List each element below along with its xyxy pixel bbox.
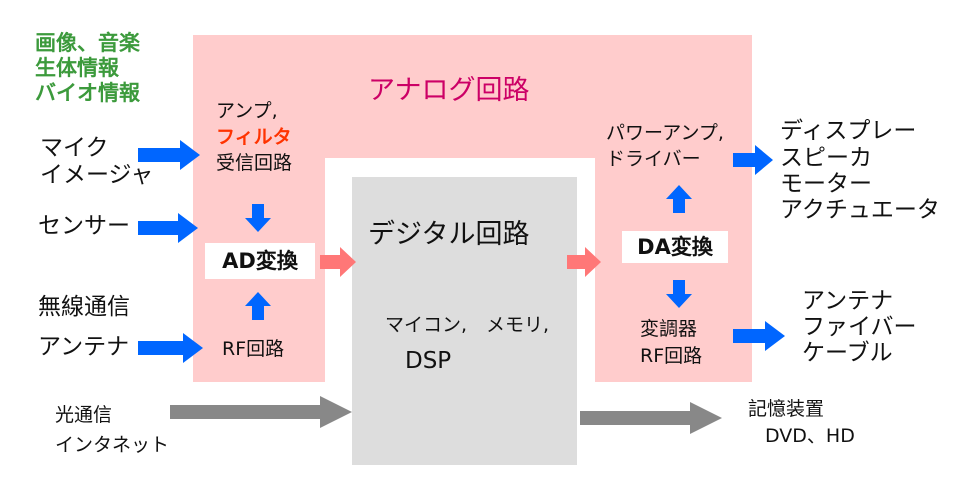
receiver-label: 受信回路 — [216, 152, 293, 174]
driver-label: ドライバー — [606, 148, 701, 170]
output-storage: 記憶装置 — [748, 398, 825, 420]
arrow-up-to-ad — [245, 292, 271, 320]
input-mic: マイク — [40, 135, 109, 161]
arrow-optical-in — [170, 396, 352, 428]
dsp-label: DSP — [405, 348, 452, 374]
digital-circuit-block — [352, 177, 577, 465]
output-display: ディスプレー — [780, 118, 917, 144]
output-motor: モーター — [780, 171, 872, 197]
rf-in-label: RF回路 — [222, 338, 285, 360]
arrow-mic-in — [138, 140, 200, 170]
arrow-ad-to-digital — [320, 247, 356, 277]
output-actuator: アクチュエータ — [780, 197, 940, 223]
input-sensor: センサー — [38, 213, 130, 239]
category-bio: バイオ情報 — [35, 81, 140, 105]
input-antenna: アンテナ — [38, 334, 130, 360]
rf-out-label: RF回路 — [640, 345, 703, 367]
output-storage-media: DVD、HD — [765, 425, 855, 447]
arrow-sensor-in — [138, 213, 198, 243]
arrow-actuator-out — [733, 145, 773, 175]
power-amp-label: パワーアンプ, — [606, 122, 724, 144]
output-fiber: ファイバー — [802, 314, 917, 340]
digital-components: マイコン, メモリ, — [385, 314, 550, 336]
arrow-down-to-modulator — [666, 280, 692, 308]
amp-label: アンプ, — [216, 100, 278, 122]
arrow-down-to-ad — [245, 204, 271, 232]
arrow-digital-to-da — [567, 247, 601, 277]
output-cable: ケーブル — [802, 340, 893, 366]
input-imager: イメージャ — [40, 162, 154, 188]
ad-converter: AD変換 — [205, 243, 315, 279]
category-biometric: 生体情報 — [35, 56, 119, 80]
da-converter: DA変換 — [622, 231, 728, 263]
arrow-storage-out — [580, 402, 722, 434]
output-speaker: スピーカ — [780, 145, 872, 171]
input-wireless: 無線通信 — [38, 294, 130, 320]
output-antenna: アンテナ — [802, 288, 894, 314]
arrow-transmit-out — [733, 321, 785, 351]
modulator-label: 変調器 — [640, 318, 698, 340]
analog-title: アナログ回路 — [368, 75, 530, 106]
digital-title: デジタル回路 — [368, 219, 530, 250]
arrow-antenna-in — [138, 333, 203, 363]
filter-label: フィルタ — [216, 126, 292, 148]
input-optical: 光通信 — [55, 404, 113, 426]
category-image-music: 画像、音楽 — [35, 31, 140, 55]
arrow-up-to-driver — [666, 185, 692, 213]
input-internet: インタネット — [55, 434, 170, 456]
